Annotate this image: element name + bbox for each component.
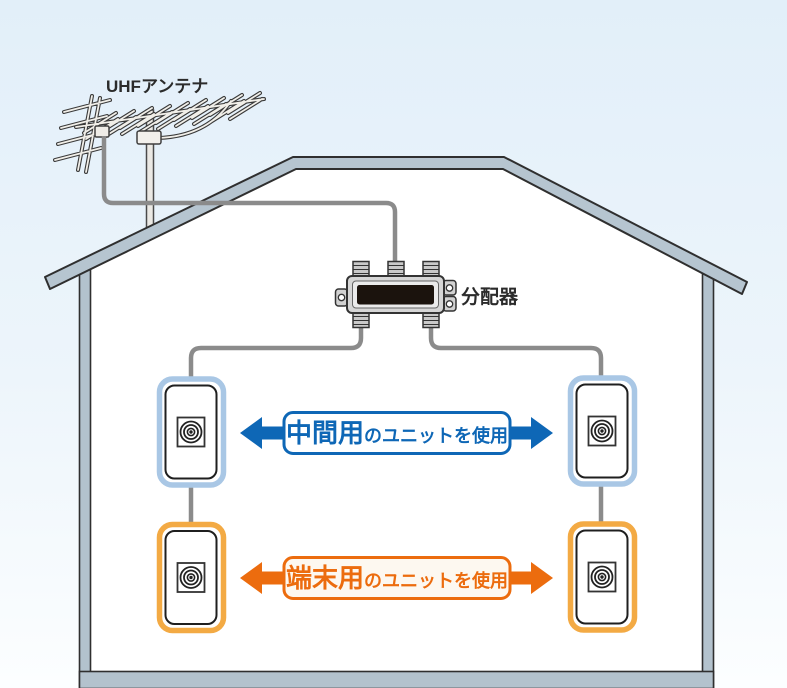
callout-text-main: 端末用 xyxy=(286,563,364,593)
port-threads xyxy=(353,264,439,326)
splitter-label: 分配器 xyxy=(461,286,519,308)
cable-splitter-to-right-outlet xyxy=(428,326,604,377)
house-wall-right xyxy=(701,265,715,688)
antenna-label: UHFアンテナ xyxy=(106,77,208,96)
coax-jack-icon xyxy=(590,419,614,443)
callout-text: 中間用のユニットを使用 xyxy=(286,418,508,448)
callout-text-main: 中間用 xyxy=(286,418,364,448)
wall-outlet-terminal-left xyxy=(156,521,227,634)
house-roof xyxy=(44,156,748,295)
house-floor xyxy=(78,670,715,688)
antenna-feed-box xyxy=(136,130,162,145)
cable-antenna-to-splitter xyxy=(101,136,398,262)
callout-box xyxy=(282,556,512,600)
coax-jack-icon xyxy=(179,420,203,444)
middle-unit-callout: 中間用のユニットを使用 xyxy=(240,411,553,455)
splitter-mount-hole xyxy=(445,284,454,292)
cables xyxy=(101,136,604,525)
antenna-mount-clamp xyxy=(94,125,110,138)
house-wall-left xyxy=(78,261,92,688)
cable-splitter-to-left-outlet xyxy=(188,326,364,378)
splitter-mount-hole xyxy=(337,293,346,302)
splitter-mount-hole xyxy=(445,300,454,308)
left-arrow-icon xyxy=(240,562,284,594)
coax-jack-icon xyxy=(179,566,203,589)
coax-jack-icon xyxy=(590,565,614,589)
callout-text-rest: のユニットを使用 xyxy=(364,571,508,591)
wall-outlet-middle-left xyxy=(156,376,227,488)
callout-text-rest: のユニットを使用 xyxy=(364,426,508,446)
splitter-device: 分配器 xyxy=(334,260,519,329)
terminal-unit-callout: 端末用のユニットを使用 xyxy=(240,556,553,600)
splitter-window xyxy=(357,285,434,305)
callout-text: 端末用のユニットを使用 xyxy=(286,563,508,593)
callout-box xyxy=(282,411,512,455)
right-arrow-icon xyxy=(509,562,553,594)
uhf-antenna xyxy=(53,91,266,233)
left-arrow-icon xyxy=(240,417,284,449)
right-arrow-icon xyxy=(509,417,553,449)
wall-outlet-middle-right xyxy=(567,375,638,487)
wall-outlet-terminal-right xyxy=(567,521,638,633)
